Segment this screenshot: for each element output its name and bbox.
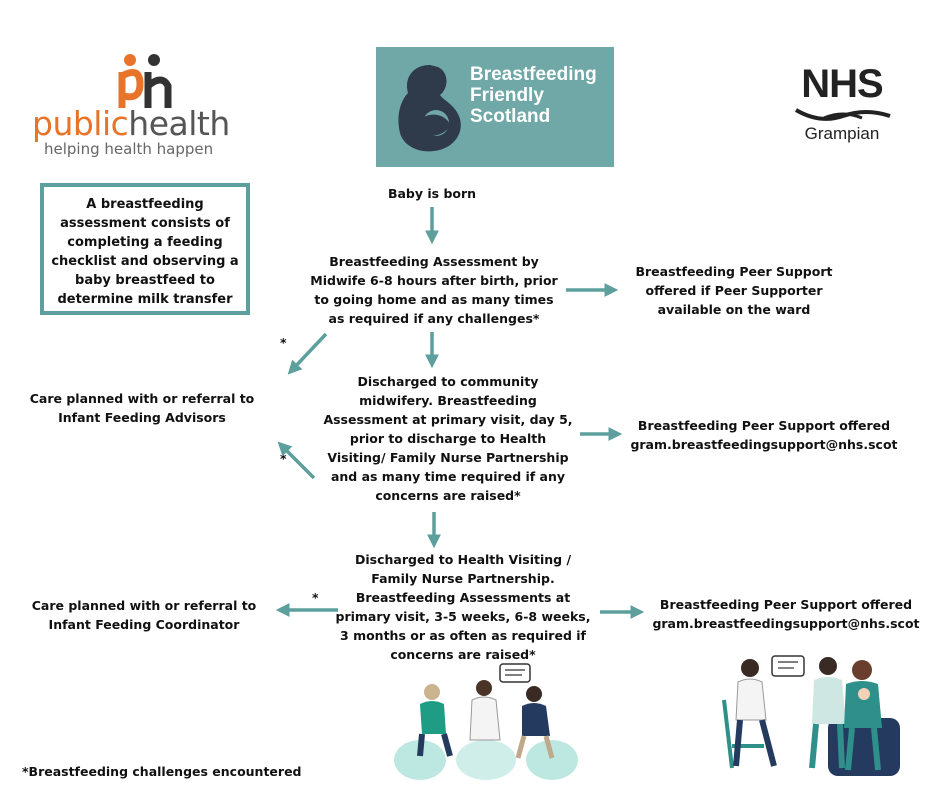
nhs-wordmark: NHS [801,62,883,106]
bfs-logo [376,47,614,167]
node-peer-support-2: Breastfeeding Peer Support offered gram.… [630,418,898,452]
node-peer-support-ward: Breastfeeding Peer Support offered if Pe… [635,264,833,317]
node-peer-support-3: Breastfeeding Peer Support offered gram.… [652,597,920,631]
public-health-wordmark: publichealth [32,104,230,143]
footnote: *Breastfeeding challenges encountered [22,764,302,779]
node-care-coordinator: Care planned with or referral to Infant … [31,598,257,632]
peer-support-illustration [722,655,900,776]
challenge-star-1: * [280,335,287,350]
node-assessment-midwife: Breastfeeding Assessment by Midwife 6-8 … [310,254,558,326]
assessment-info-box: A breastfeeding assessment consists of c… [40,183,250,315]
arrow-assessment-to-care1 [287,332,328,375]
public-health-figure-icon [118,54,172,108]
node-care-advisors: Care planned with or referral to Infant … [29,391,255,425]
challenge-star-3: * [312,590,319,605]
mother-baby-icon [398,65,461,152]
nhs-swoosh-icon [794,108,891,121]
group-support-illustration [394,663,578,780]
public-health-tagline: helping health happen [44,140,214,158]
arrow-discharge1-to-care1 [277,441,316,480]
nhs-grampian-label: Grampian [804,124,880,143]
assessment-info-text: A breastfeeding assessment consists of c… [51,197,239,307]
node-discharge-community: Discharged to community midwifery. Breas… [323,374,573,503]
nhs-grampian-logo: NHS Grampian [790,62,900,152]
bfs-wordmark: Breastfeeding Friendly Scotland [470,64,597,127]
challenge-star-2: * [280,451,287,466]
public-health-logo: publichealth helping health happen [32,52,262,162]
node-baby-born: Baby is born [387,186,477,201]
node-discharge-health-visiting: Discharged to Health Visiting / Family N… [335,552,591,662]
